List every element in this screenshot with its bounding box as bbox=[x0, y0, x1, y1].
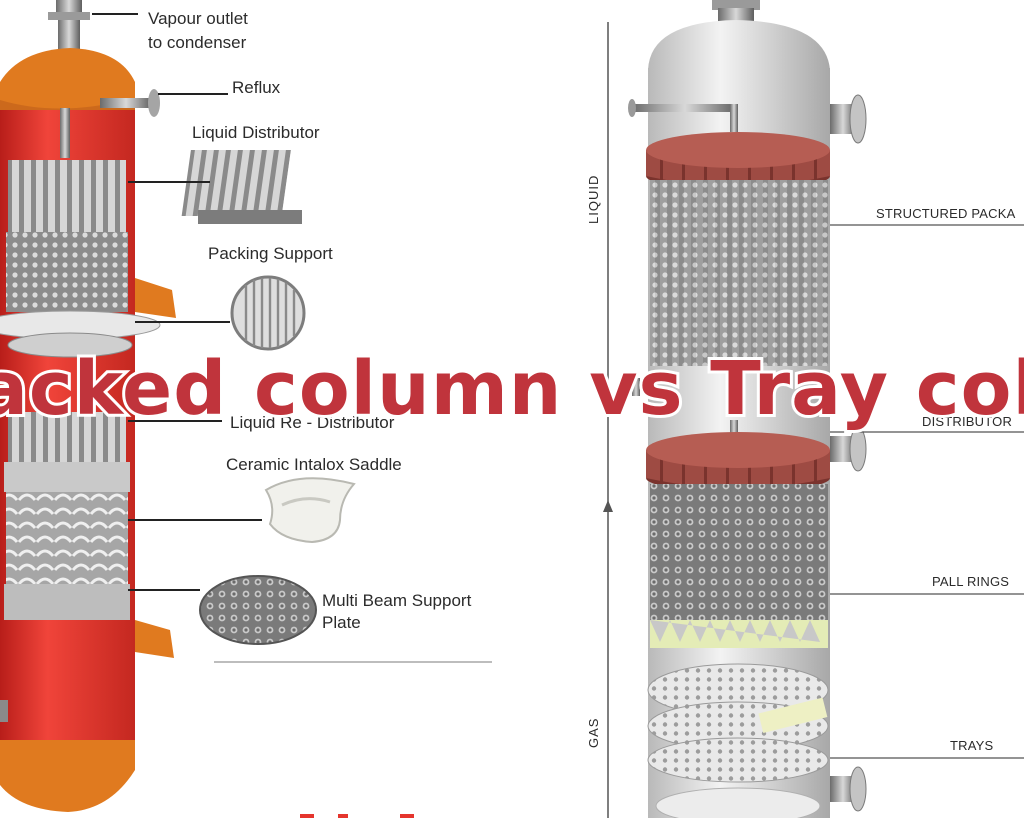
packing-support-icon bbox=[230, 275, 306, 351]
comparison-banner: acked column vs Tray colu bbox=[0, 346, 1024, 432]
packing-support-label: Packing Support bbox=[208, 244, 333, 263]
distributor-label: DISTRIBUTOR bbox=[922, 414, 1012, 429]
pall-rings-label: PALL RINGS bbox=[932, 574, 1009, 589]
multi-beam-plate-icon bbox=[199, 575, 317, 645]
structured-packing-label: STRUCTURED PACKA bbox=[876, 206, 1016, 221]
vapour-outlet-label-line2: to condenser bbox=[148, 33, 247, 52]
multi-beam-label: Multi Beam Support bbox=[322, 591, 472, 610]
packed-column bbox=[0, 0, 176, 812]
left-leader-lines bbox=[92, 13, 262, 591]
bottom-red-marks bbox=[300, 814, 414, 818]
reflux-label: Reflux bbox=[232, 78, 281, 97]
ceramic-saddle-label: Ceramic Intalox Saddle bbox=[226, 455, 402, 474]
multi-beam-label-line2: Plate bbox=[322, 613, 361, 632]
trays-label: TRAYS bbox=[950, 738, 994, 753]
liquid-distributor-label: Liquid Distributor bbox=[192, 123, 320, 142]
right-leader-lines bbox=[830, 224, 1024, 759]
vapour-outlet-label: Vapour outlet bbox=[148, 9, 248, 28]
liquid-axis-label: LIQUID bbox=[586, 175, 601, 224]
liquid-distributor-icon bbox=[181, 150, 302, 224]
gas-axis-label: GAS bbox=[586, 718, 601, 748]
ceramic-saddle-icon bbox=[264, 477, 356, 544]
liquid-redistributor-label: Liquid Re - Distributor bbox=[230, 413, 395, 432]
tray-column bbox=[603, 0, 867, 818]
